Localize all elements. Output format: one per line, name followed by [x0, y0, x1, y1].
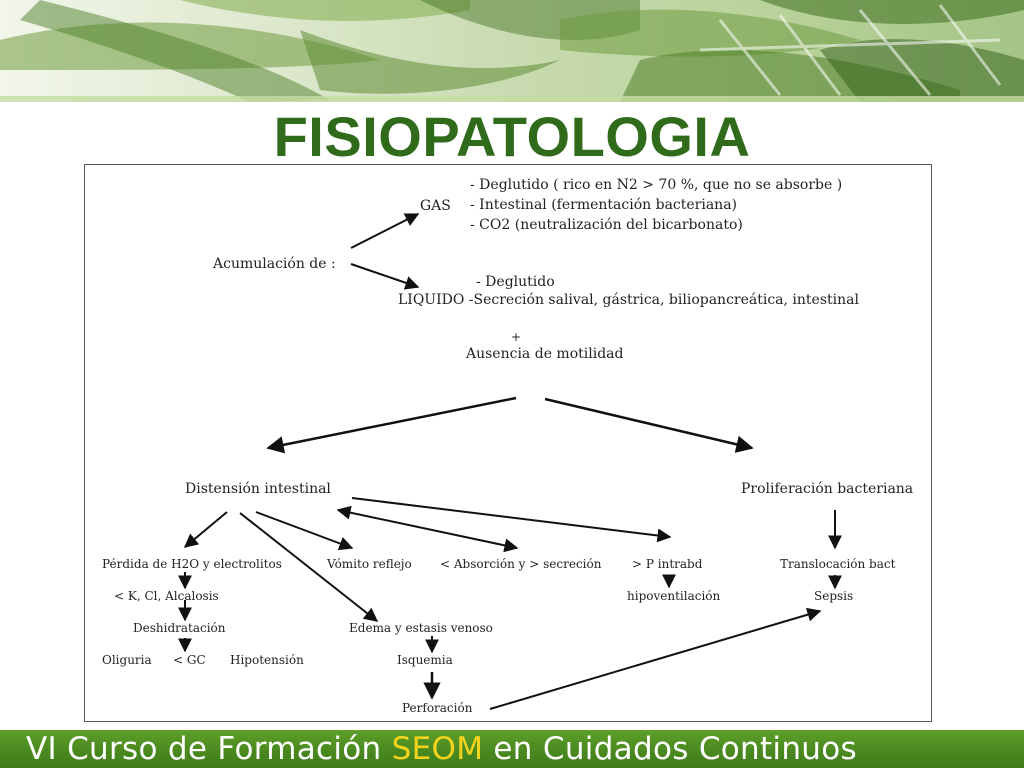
arrow-to-distension — [266, 396, 517, 454]
footer-prefix: VI Curso de Formación — [26, 731, 392, 767]
arrow-to-proliferation — [544, 397, 754, 453]
electrolytes-node: < K, Cl, Alcalosis — [114, 589, 219, 603]
gas-item-intestinal: - Intestinal (fermentación bacteriana) — [470, 197, 738, 213]
motility-absence: Ausencia de motilidad — [466, 346, 624, 362]
vomiting-node: Vómito reflejo — [327, 557, 412, 571]
arrow-to-liquid — [350, 263, 420, 290]
pressure-node: > P intrabd — [632, 557, 703, 571]
gas-item-co2: - CO2 (neutralización del bicarbonato) — [470, 217, 743, 233]
hypoventilation-node: hipoventilación — [627, 589, 721, 603]
header-leaf-banner — [0, 0, 1024, 102]
hypotension-node: Hipotensión — [230, 653, 304, 667]
ischemia-node: Isquemia — [397, 653, 453, 667]
footer-suffix: en Cuidados Continuos — [483, 731, 857, 767]
oliguria-node: Oliguria — [102, 653, 152, 667]
arrow-to-edema — [239, 512, 379, 622]
proliferation-node: Proliferación bacteriana — [741, 481, 914, 497]
distension-node: Distensión intestinal — [185, 481, 331, 497]
slide-title: FISIOPATOLOGIA — [273, 105, 751, 168]
footer-course-title: VI Curso de Formación SEOM en Cuidados C… — [26, 731, 857, 767]
dehydration-node: Deshidratación — [133, 621, 226, 635]
liquid-item-swallowed: - Deglutido — [476, 274, 555, 290]
footer-seom: SEOM — [391, 731, 484, 767]
edema-node: Edema y estasis venoso — [349, 621, 493, 635]
arrow-to-pressure — [351, 497, 672, 543]
liquid-line: LIQUIDO -Secreción salival, gástrica, bi… — [398, 292, 859, 308]
footer-bar: VI Curso de Formación SEOM en Cuidados C… — [0, 730, 1024, 768]
arrow-perforation-to-sepsis — [489, 607, 822, 710]
sepsis-node: Sepsis — [814, 589, 854, 603]
absorption-node: < Absorción y > secreción — [440, 557, 602, 571]
plus-sign: + — [511, 330, 522, 344]
diagram-frame — [84, 164, 932, 722]
gas-label: GAS — [420, 198, 451, 214]
gc-node: < GC — [173, 653, 206, 667]
arrow-distension-absorption — [336, 505, 519, 553]
perforation-node: Perforación — [402, 701, 473, 715]
arrow-to-gas — [350, 213, 420, 249]
translocation-node: Translocación bact — [780, 557, 896, 571]
leaf-pattern-image — [0, 0, 1024, 102]
gas-item-swallowed: - Deglutido ( rico en N2 > 70 %, que no … — [470, 177, 843, 193]
accumulation-label: Acumulación de : — [213, 256, 336, 272]
arrow-to-vomiting — [255, 511, 354, 551]
water-loss-node: Pérdida de H2O y electrolitos — [102, 557, 282, 571]
arrow-to-water-loss — [183, 511, 228, 548]
